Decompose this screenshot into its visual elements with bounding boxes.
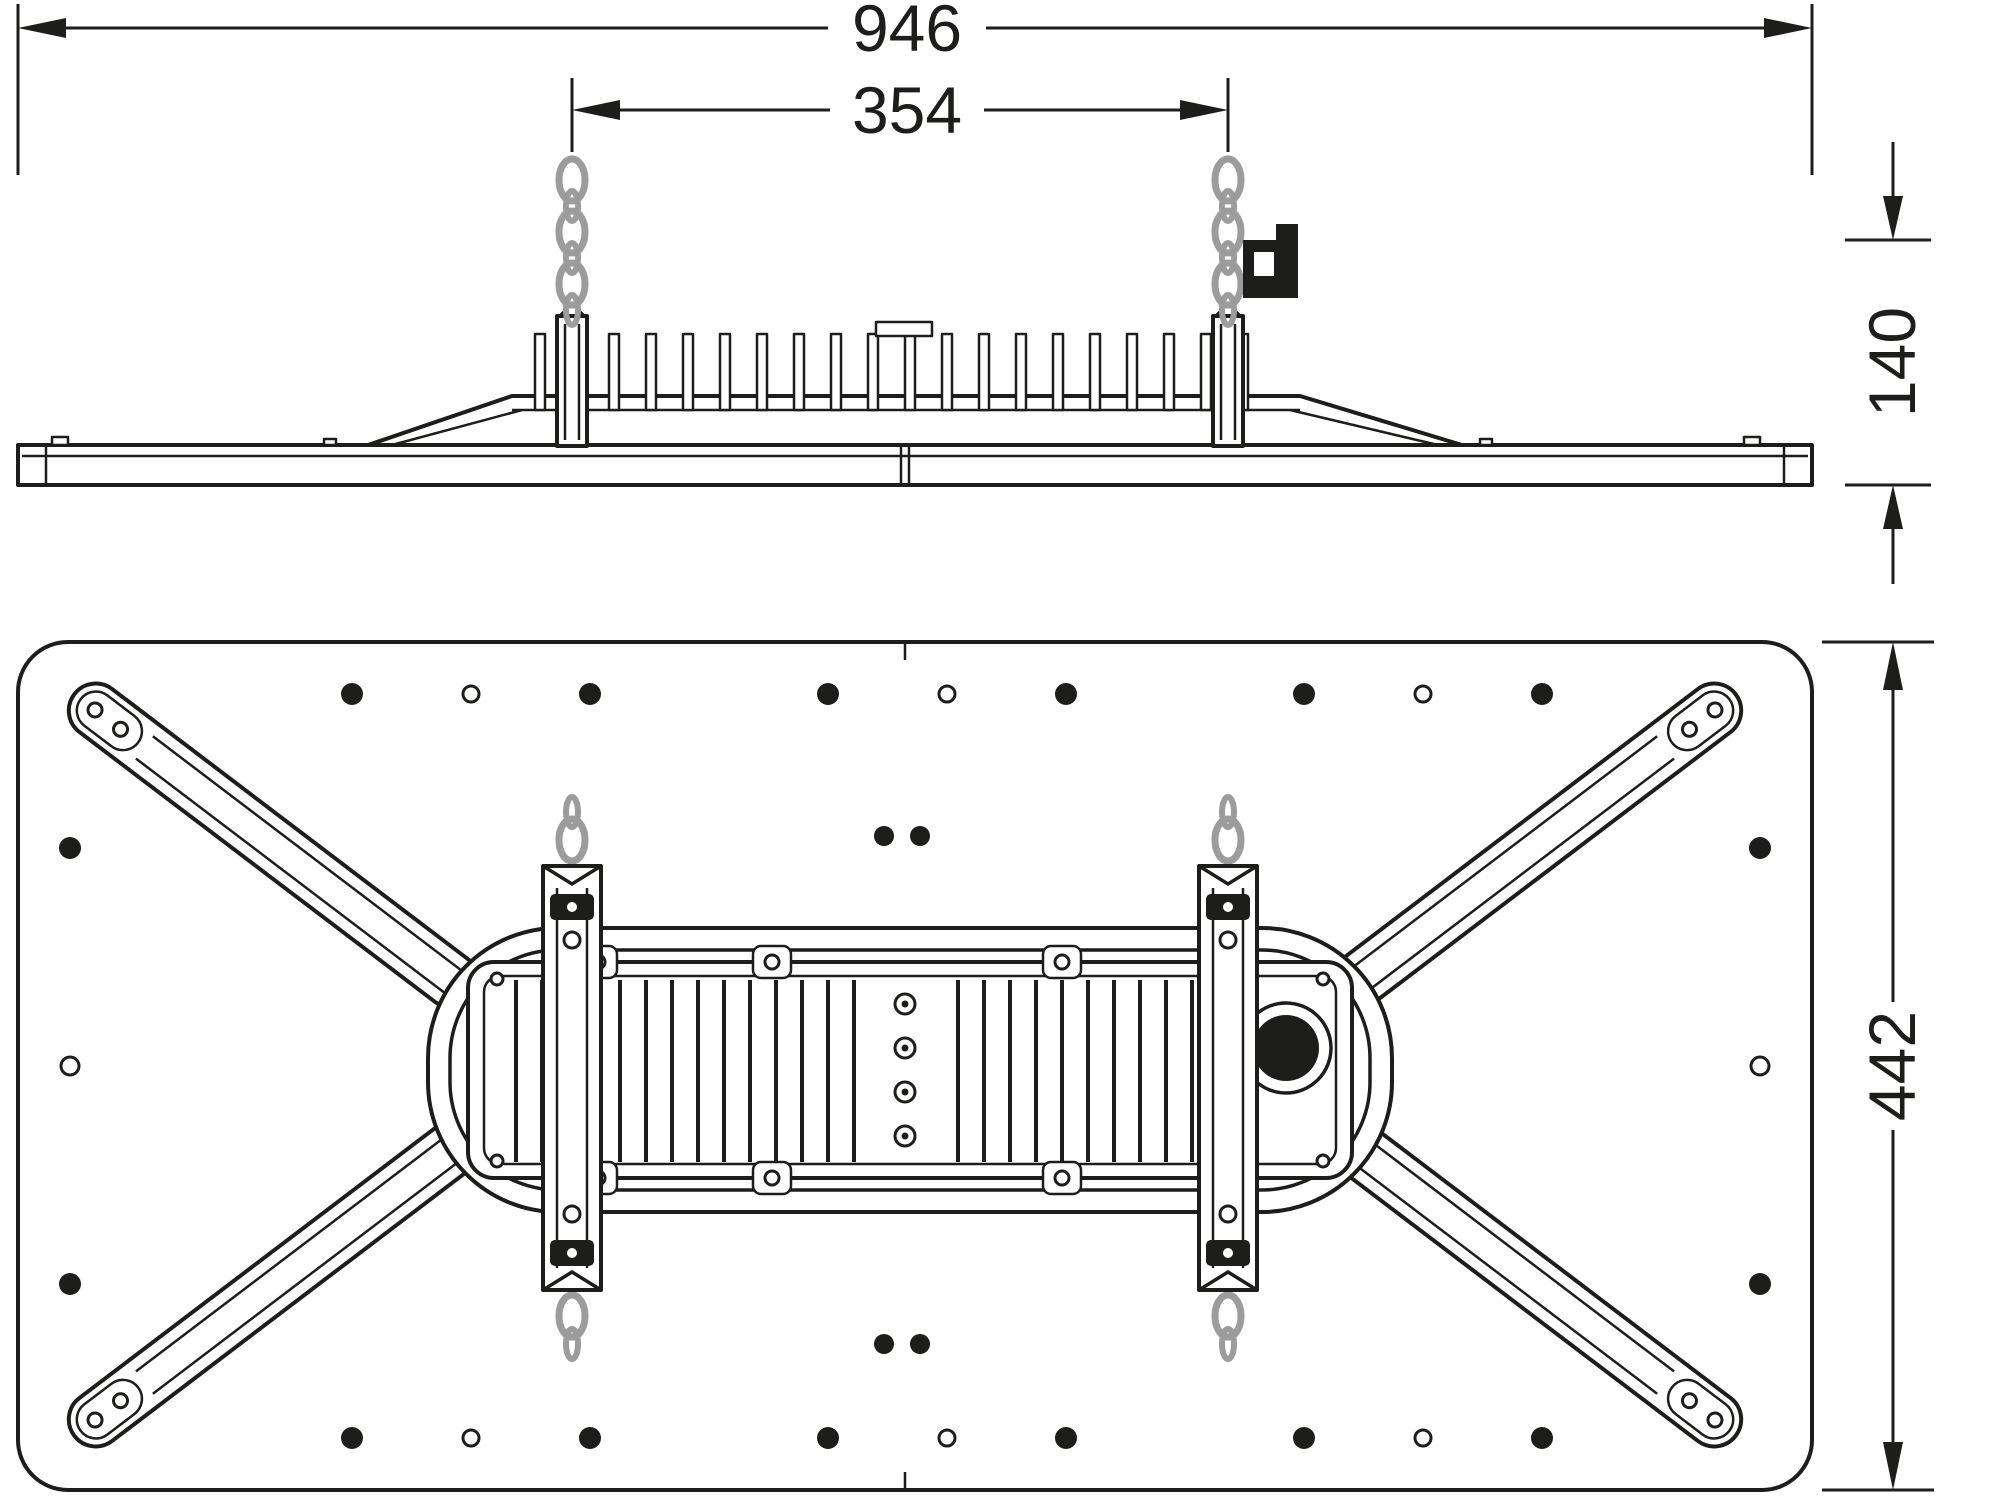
screw-bump xyxy=(322,437,338,447)
arrowhead-down-icon xyxy=(1883,196,1903,240)
arrowhead-right-icon xyxy=(1180,100,1228,120)
dimension-height: 140 xyxy=(1845,142,1931,584)
heatsink-center-block xyxy=(874,320,934,338)
mounting-holes xyxy=(59,683,1771,1449)
mounting-rail-left xyxy=(541,794,603,1362)
arrowhead-up-icon xyxy=(1883,485,1903,529)
arrowhead-down-icon xyxy=(1883,1442,1903,1490)
dimension-suspension-spacing: 354 xyxy=(570,73,1230,152)
arrowhead-left-icon xyxy=(18,18,66,38)
suspension-bracket-right xyxy=(1211,302,1245,448)
arrowhead-left-icon xyxy=(572,100,620,120)
corner-brace-arm-top-left xyxy=(66,681,481,1010)
screw-bump xyxy=(1478,437,1494,447)
plan-view xyxy=(16,640,1814,1492)
module-screw xyxy=(489,1153,505,1169)
screw-bump xyxy=(50,435,70,447)
module-screw xyxy=(1315,1153,1331,1169)
module-center-holes xyxy=(893,992,917,1148)
dimension-overall-width: 946 xyxy=(16,0,1814,175)
depth-value: 442 xyxy=(1855,1011,1929,1121)
suspension-spacing-value: 354 xyxy=(852,73,962,147)
screw-bump xyxy=(1742,435,1762,447)
side-view xyxy=(16,155,1814,487)
suspension-chain-right xyxy=(1211,155,1245,328)
module-screw xyxy=(489,971,505,987)
mounting-rail-right xyxy=(1197,794,1259,1362)
module-screw xyxy=(1315,971,1331,987)
arrowhead-up-icon xyxy=(1883,642,1903,690)
connector-box xyxy=(1243,224,1298,298)
gear-tray-module xyxy=(466,944,1354,1196)
height-value: 140 xyxy=(1855,307,1929,417)
corner-brace-arm-bottom-right xyxy=(1329,1120,1744,1449)
overall-width-value: 946 xyxy=(852,0,962,65)
panel-body-side xyxy=(16,443,1814,487)
suspension-chain-left xyxy=(555,155,589,328)
arrowhead-right-icon xyxy=(1764,18,1812,38)
dimension-depth: 442 xyxy=(1822,640,1934,1492)
